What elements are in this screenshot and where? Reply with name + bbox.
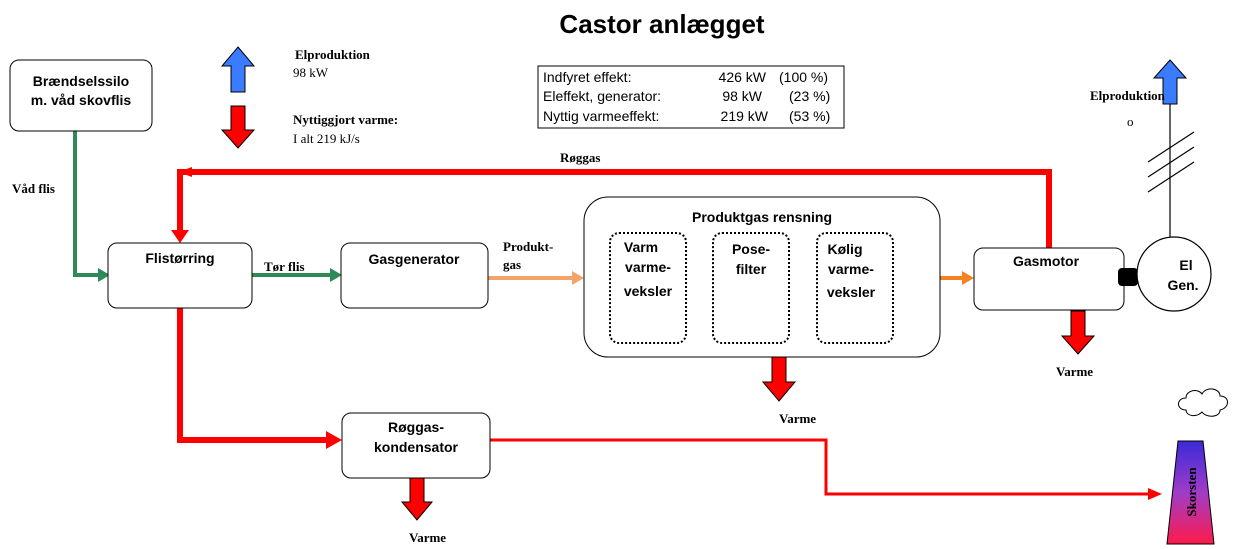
power-line-tick: [1147, 131, 1195, 163]
posefilter-box: [712, 232, 790, 344]
info-row-label: Eleffekt, generator:: [543, 88, 661, 104]
varm-vv-label-line: veksler: [624, 283, 673, 299]
gasmotor-box: Gasmotor: [973, 247, 1125, 311]
flow-vad-flis-arrowhead-icon: [98, 268, 110, 282]
flistorring-box: Flistørring: [107, 242, 253, 309]
label-varme-kondensator: Varme: [409, 530, 446, 545]
elgen-label-line: El: [1179, 257, 1192, 273]
flistorring-label: Flistørring: [145, 250, 214, 266]
kondensator-label-line: Røggas-: [388, 419, 444, 435]
posefilter-label-line: Pose-: [732, 241, 770, 257]
legend-el-label: Elproduktion: [295, 47, 371, 62]
label-produktgas-line: Produkt-: [503, 239, 553, 254]
flow-roggas-down-arrowhead-icon: [171, 230, 189, 243]
info-row-label: Indfyret effekt:: [543, 69, 631, 85]
silo-label-line: Brændselssilo: [33, 73, 129, 89]
kolig-vv-label-line: veksler: [827, 284, 876, 300]
flow-roggas-return: [177, 169, 1052, 248]
flow-to-skorsten-arrowhead-icon: [1148, 488, 1162, 500]
kolig-vv-label-line: varme-: [828, 261, 874, 277]
brandselssilo-box: Brændselssilo m. våd skovflis: [9, 59, 153, 132]
gasmotor-label: Gasmotor: [1013, 253, 1080, 269]
varm-vv-label-line: varme-: [625, 259, 671, 275]
label-varme-gasmotor: Varme: [1056, 364, 1093, 379]
roggaskondensator-box: Røggas- kondensator: [341, 412, 491, 479]
legend-heat-value: I alt 219 kJ/s: [293, 131, 360, 146]
label-vad-flis: Våd flis: [12, 181, 55, 196]
rensning-title: Produktgas rensning: [692, 209, 832, 225]
smoke-cloud-icon: [1178, 388, 1228, 417]
motor-shaft: [1118, 268, 1138, 286]
label-produktgas-line: gas: [503, 257, 521, 272]
kolig-vv-label-line: Kølig: [828, 241, 863, 257]
el-generator: El Gen.: [1136, 236, 1212, 312]
info-row-value: 219 kW: [721, 108, 769, 124]
label-tor-flis: Tør flis: [264, 259, 305, 274]
legend-heat-label: Nyttiggjort varme:: [293, 112, 398, 127]
gasgenerator-box: Gasgenerator: [340, 242, 489, 309]
diagram-title: Castor anlægget: [559, 9, 764, 39]
legend-el-value: 98 kW: [293, 65, 329, 80]
produktgas-rensning-box: Produktgas rensning Varm varme- veksler …: [583, 196, 941, 358]
power-line-tick: [1147, 146, 1195, 178]
kondensator-label-line: kondensator: [374, 439, 459, 455]
silo-label-line: m. våd skovflis: [31, 92, 132, 108]
flow-to-kondensator-arrowhead-icon: [326, 431, 342, 449]
label-roggas: Røggas: [560, 150, 600, 165]
flow-roggas-arrowhead-icon: [178, 167, 192, 177]
info-row-pct: (23 %): [789, 88, 830, 104]
info-table: Indfyret effekt: 426 kW (100 %) Eleffekt…: [537, 65, 845, 129]
label-elproduktion-right: Elproduktion: [1090, 88, 1166, 103]
flow-tor-flis-arrowhead-icon: [330, 268, 342, 282]
posefilter-label-line: filter: [736, 261, 767, 277]
info-row-label: Nyttig varmeeffekt:: [543, 108, 659, 124]
flow-vad-flis: [73, 130, 100, 277]
varme-arrow-icon: [400, 477, 434, 521]
varm-varmeveksler-box: [609, 232, 687, 344]
varme-arrow-icon: [761, 356, 797, 402]
label-varme-rensning: Varme: [779, 411, 816, 426]
info-row-value: 426 kW: [719, 69, 767, 85]
power-line-tick: [1147, 161, 1195, 193]
flow-to-kondensator: [177, 308, 328, 443]
flow-clean-gas-arrowhead-icon: [962, 271, 974, 285]
legend-el-arrow-icon: [220, 46, 256, 93]
label-elproduktion-right-sub: o: [1127, 114, 1134, 129]
skorsten-chimney: Skorsten: [1166, 440, 1215, 545]
info-row-value: 98 kW: [722, 88, 762, 104]
legend-heat-arrow-icon: [220, 105, 256, 149]
skorsten-label: Skorsten: [1184, 467, 1199, 517]
varm-vv-label-line: Varm: [624, 239, 658, 255]
elgen-label-line: Gen.: [1167, 277, 1198, 293]
flow-to-skorsten: [490, 438, 1150, 496]
varme-arrow-icon: [1060, 310, 1096, 355]
flow-produktgas-arrowhead-icon: [572, 271, 584, 285]
gasgenerator-label: Gasgenerator: [368, 251, 460, 267]
info-row-pct: (53 %): [789, 108, 830, 124]
kolig-varmeveksler-box: [816, 232, 894, 344]
info-row-pct: (100 %): [779, 69, 828, 85]
